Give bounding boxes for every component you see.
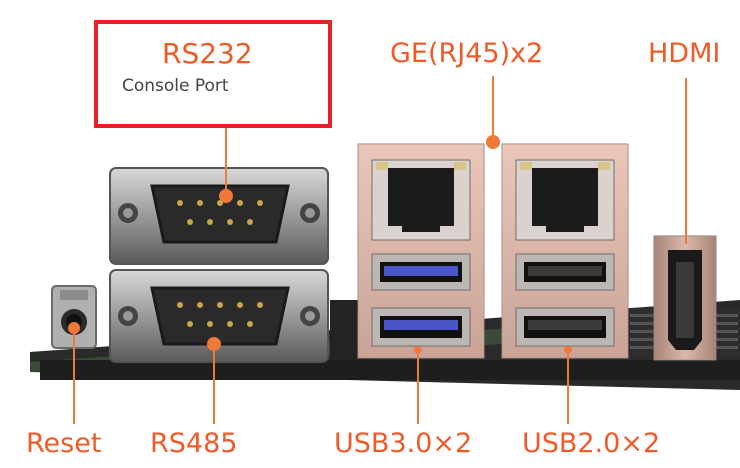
rs232-label: RS232 — [162, 37, 253, 70]
reset-label: Reset — [26, 428, 102, 459]
usb3-label: USB3.0×2 — [334, 428, 473, 459]
leader-lines — [73, 76, 687, 424]
rs485-connector — [109, 269, 329, 363]
leader-dots — [68, 135, 572, 354]
hdmi-label: HDMI — [648, 38, 721, 69]
hdmi-connector — [653, 235, 717, 361]
lan-usb3-stack — [357, 143, 485, 359]
rs232-callout-box — [94, 20, 332, 128]
lan-usb2-stack — [501, 143, 629, 359]
ge-rj45-label: GE(RJ45)x2 — [390, 38, 544, 69]
console-port-label: Console Port — [122, 76, 229, 96]
usb2-label: USB2.0×2 — [522, 428, 661, 459]
rs232-connector — [109, 167, 329, 265]
rs485-label: RS485 — [150, 428, 238, 459]
